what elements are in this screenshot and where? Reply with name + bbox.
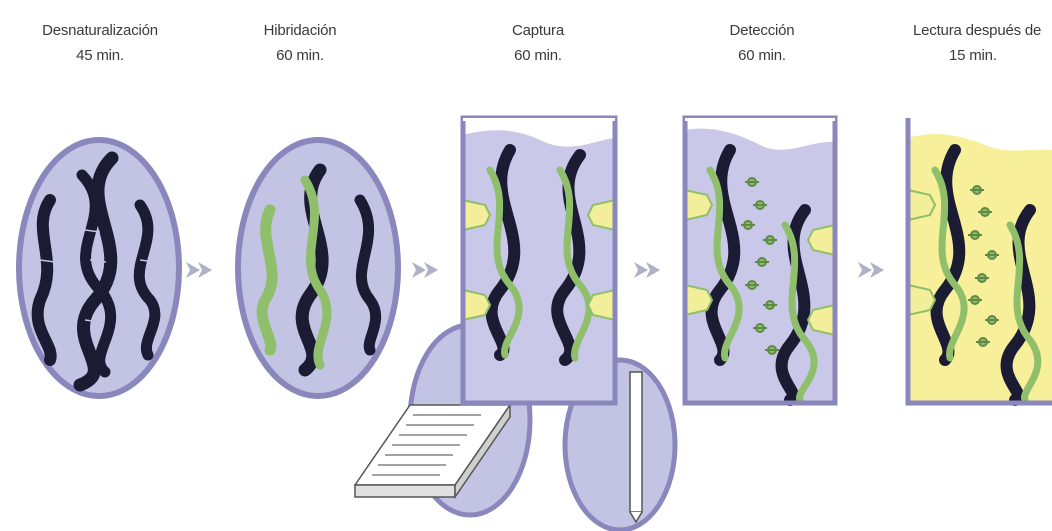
denaturation-circle	[19, 140, 179, 396]
arrow-icon	[412, 262, 438, 278]
reading-well	[908, 118, 1052, 403]
arrow-icon	[858, 262, 884, 278]
tube-icon	[630, 372, 642, 522]
capture-well	[463, 118, 615, 403]
arrow-icon	[634, 262, 660, 278]
hybridization-circle	[238, 140, 398, 396]
arrow-icon	[186, 262, 212, 278]
detection-well	[685, 118, 835, 403]
